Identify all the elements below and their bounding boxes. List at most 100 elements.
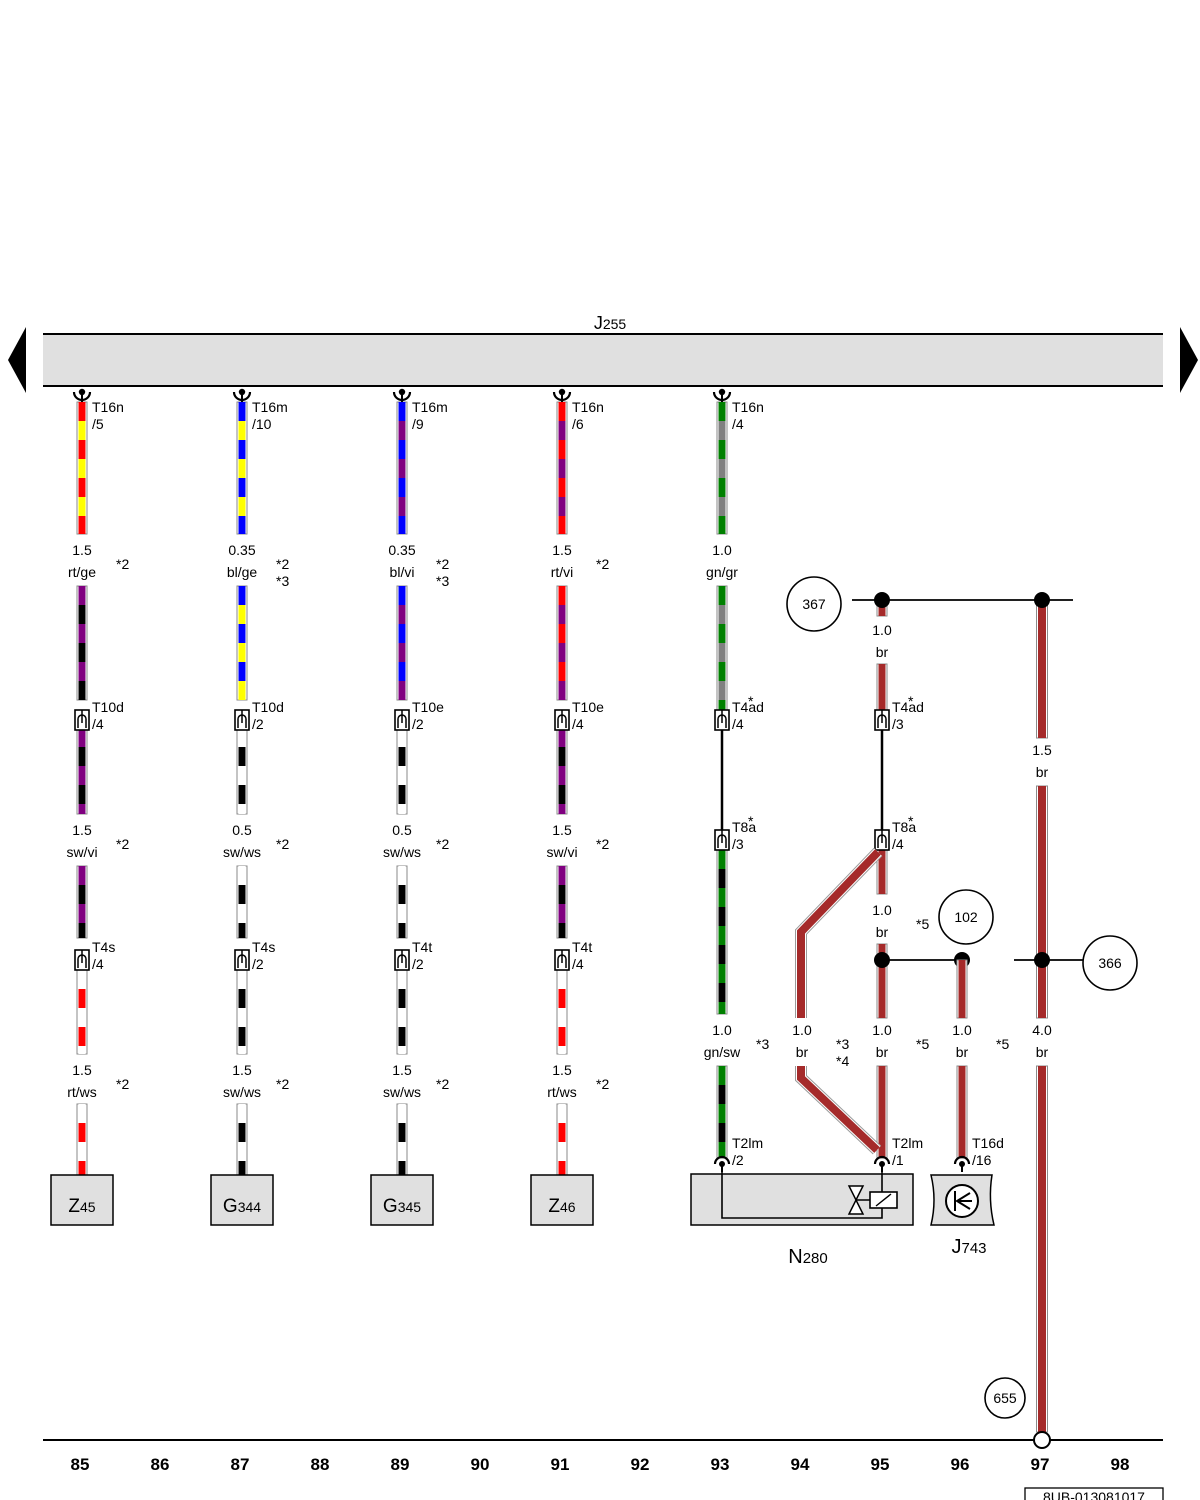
wire-89-seg2b (396, 727, 408, 815)
wire-color-label: br (1036, 1044, 1049, 1060)
triangle-right-icon (1180, 327, 1198, 393)
connector-name: T2lm (892, 1135, 923, 1151)
wire-stripe (78, 421, 86, 440)
wire-note: *2 (436, 1076, 449, 1092)
wire-color-label: br (956, 1044, 969, 1060)
wire-stripe (238, 1123, 246, 1142)
wire-note: *2 (276, 556, 289, 572)
wire-stripe (558, 440, 566, 459)
wire-stripe (78, 785, 86, 804)
wire-stripe (398, 402, 406, 421)
wire-stripe (238, 1161, 246, 1175)
wire-stripe (238, 728, 246, 747)
wire-stripe (78, 728, 86, 747)
wire-87-seg2a (236, 585, 248, 701)
wire-note: *2 (596, 836, 609, 852)
n280-internal-wire (721, 1164, 883, 1219)
wire-color-label: rt/ws (547, 1084, 577, 1100)
axis-label: 98 (1111, 1455, 1130, 1474)
wire-stripe (558, 1008, 566, 1027)
connector-pin: /9 (412, 416, 424, 432)
wire-stripe (718, 516, 726, 534)
connector-star: * (908, 693, 914, 709)
wire-stripe (238, 1027, 246, 1046)
wire-stripe (238, 1008, 246, 1027)
wire-color-label: rt/vi (551, 564, 574, 580)
wire-97-seg2 (1036, 785, 1048, 1019)
wire-note: *2 (116, 1076, 129, 1092)
connector-name: T16m (412, 399, 448, 415)
wire-size-label: 1.0 (872, 902, 892, 918)
wire-size-label: 0.5 (232, 822, 252, 838)
wire-97-seg3 (1036, 1065, 1048, 1433)
wire-stripe (78, 643, 86, 662)
wire-stripe (398, 586, 406, 605)
wire-size-label: 1.5 (552, 542, 572, 558)
wire-87-seg3b (236, 969, 248, 1055)
connector-name: T16n (572, 399, 604, 415)
wire-93-seg4 (716, 1065, 728, 1159)
wire-stripe (78, 662, 86, 681)
junction-dot (1034, 592, 1050, 608)
wire-stripe (238, 785, 246, 804)
reference-circle (1082, 935, 1138, 991)
wire-stripe (558, 1027, 566, 1046)
wire-color-label: bl/ge (227, 564, 258, 580)
connector-pin: /4 (892, 836, 904, 852)
wire-91-seg2b (556, 727, 568, 815)
wire-stripe (398, 459, 406, 478)
wire-stripe (78, 866, 86, 885)
wire-stripe (718, 869, 726, 888)
wire-93-seg3 (716, 849, 728, 1015)
wire-stripe (238, 923, 246, 938)
wire-stripe (238, 459, 246, 478)
bus-label: J255 (594, 313, 627, 333)
wire-size-label: 1.0 (712, 542, 732, 558)
wire-94-upper-gap (796, 848, 882, 1018)
wire-size-label: 1.5 (392, 1062, 412, 1078)
wire-note: *2 (116, 836, 129, 852)
axis-label: 91 (551, 1455, 570, 1474)
wire-stripe (718, 681, 726, 700)
wire-stripe (78, 1104, 86, 1123)
wire-stripe (398, 885, 406, 904)
connector-pin: /10 (252, 416, 272, 432)
wire-stripe (398, 1123, 406, 1142)
wire-note: *2 (596, 1076, 609, 1092)
wire-93-seg1 (716, 401, 728, 535)
wire-stripe (78, 624, 86, 643)
wire-color-label: bl/vi (390, 564, 415, 580)
axis-label: 95 (871, 1455, 890, 1474)
wire-stripe (718, 478, 726, 497)
wire-stripe (398, 1104, 406, 1123)
wire-stripe (398, 989, 406, 1008)
connector-name: T4ad (732, 699, 764, 715)
wire-stripe (398, 728, 406, 747)
wire-stripe (558, 478, 566, 497)
wire-stripe (718, 1142, 726, 1158)
wire-stripe (718, 888, 726, 907)
wire-94-upper (797, 849, 881, 1018)
wire-95-seg1 (876, 663, 888, 713)
wire-stripe (558, 970, 566, 989)
wire-stripe (238, 1046, 246, 1054)
wire-size-label: 1.0 (712, 1022, 732, 1038)
wire-stripe (78, 586, 86, 605)
connector-star: * (748, 813, 754, 829)
wire-87-seg2b (236, 727, 248, 815)
wire-stripe (718, 402, 726, 421)
component-G344 (210, 1174, 274, 1226)
wire-91-seg4 (556, 1103, 568, 1176)
wire-color-label: br (796, 1044, 809, 1060)
wire-89-seg4 (396, 1103, 408, 1176)
wire-color-label: sw/ws (223, 1084, 261, 1100)
connector-pin: /4 (732, 716, 744, 732)
wire-stripe (718, 605, 726, 624)
wire-fill (878, 1066, 886, 1158)
wire-stripe (398, 1008, 406, 1027)
wire-stripe (238, 747, 246, 766)
wire-stripe (78, 459, 86, 478)
reference-number: 367 (802, 596, 826, 612)
wire-note: *5 (916, 1036, 929, 1052)
wire-89-seg1 (396, 401, 408, 535)
